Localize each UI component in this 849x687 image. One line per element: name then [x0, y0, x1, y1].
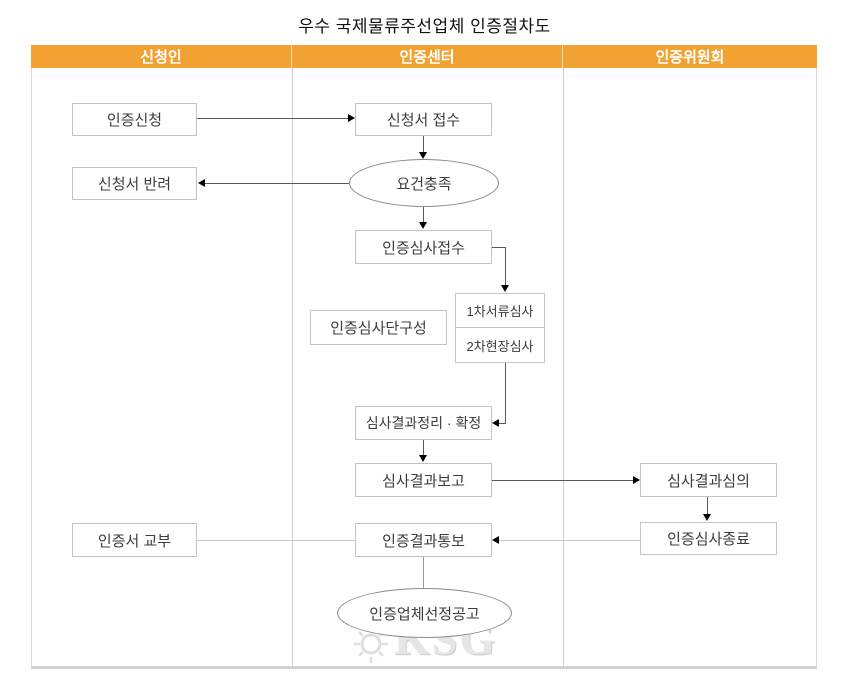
column-divider-1: [292, 68, 293, 669]
flow-node-exam-receive: 인증심사접수: [355, 230, 492, 264]
flow-node-receive: 신청서 접수: [355, 103, 492, 136]
flow-node-review-stages: 1차서류심사 2차현장심사: [455, 293, 545, 363]
connector-review-confirm-v: [505, 363, 506, 423]
flow-node-field-review: 2차현장심사: [466, 338, 534, 354]
connector-confirm-report: [423, 440, 424, 459]
arrowhead-into-notify: [492, 536, 499, 544]
connector-apply-receive: [197, 118, 350, 119]
column-header-center: 인증센터: [292, 45, 563, 68]
connector-requirement-reject: [205, 183, 349, 184]
column-header-row: 신청인 인증센터 인증위원회: [31, 45, 817, 68]
connector-requirement-exam: [423, 207, 424, 224]
arrowhead-into-deliberate: [633, 476, 640, 484]
flow-node-team: 인증심사단구성: [310, 310, 447, 345]
connector-review-confirm-h: [497, 423, 506, 424]
diagram-frame: [31, 45, 817, 669]
connector-exam-review-v: [505, 247, 506, 287]
connector-report-deliberate: [492, 480, 635, 481]
flow-node-end: 인증심사종료: [640, 522, 777, 555]
arrowhead-into-reject: [198, 179, 205, 187]
connector-end-notify: [498, 540, 640, 541]
flow-node-report: 심사결과보고: [355, 463, 492, 497]
arrowhead-into-end: [703, 514, 711, 521]
arrowhead-into-requirement: [419, 152, 427, 159]
flow-node-notify: 인증결과통보: [355, 523, 492, 557]
column-divider-2: [563, 68, 564, 669]
flow-node-deliberate: 심사결과심의: [640, 463, 777, 497]
column-header-committee: 인증위원회: [563, 45, 817, 68]
flow-node-announce: 인증업체선정공고: [337, 588, 512, 638]
connector-notify-issue: [197, 540, 355, 541]
connector-deliberate-end: [707, 497, 708, 518]
flow-node-apply: 인증신청: [72, 103, 197, 136]
arrowhead-into-receive: [348, 114, 355, 122]
flow-node-confirm: 심사결과정리 · 확정: [355, 406, 492, 440]
diagram-title: 우수 국제물류주선업체 인증절차도: [298, 17, 551, 36]
connector-notify-announce: [423, 557, 424, 588]
column-header-applicant: 신청인: [31, 45, 292, 68]
flow-node-requirement: 요건충족: [349, 159, 499, 207]
flow-node-issue: 인증서 교부: [72, 523, 197, 557]
flow-node-reject: 신청서 반려: [72, 167, 197, 200]
arrowhead-into-review: [501, 285, 509, 292]
arrowhead-into-confirm: [492, 419, 499, 427]
sun-logo-icon: [350, 621, 392, 668]
connector-exam-review-h: [492, 247, 506, 248]
connector-receive-requirement: [423, 136, 424, 155]
arrowhead-into-report: [419, 455, 427, 462]
arrowhead-into-exam: [419, 222, 427, 229]
flow-node-doc-review: 1차서류심사: [456, 294, 544, 329]
